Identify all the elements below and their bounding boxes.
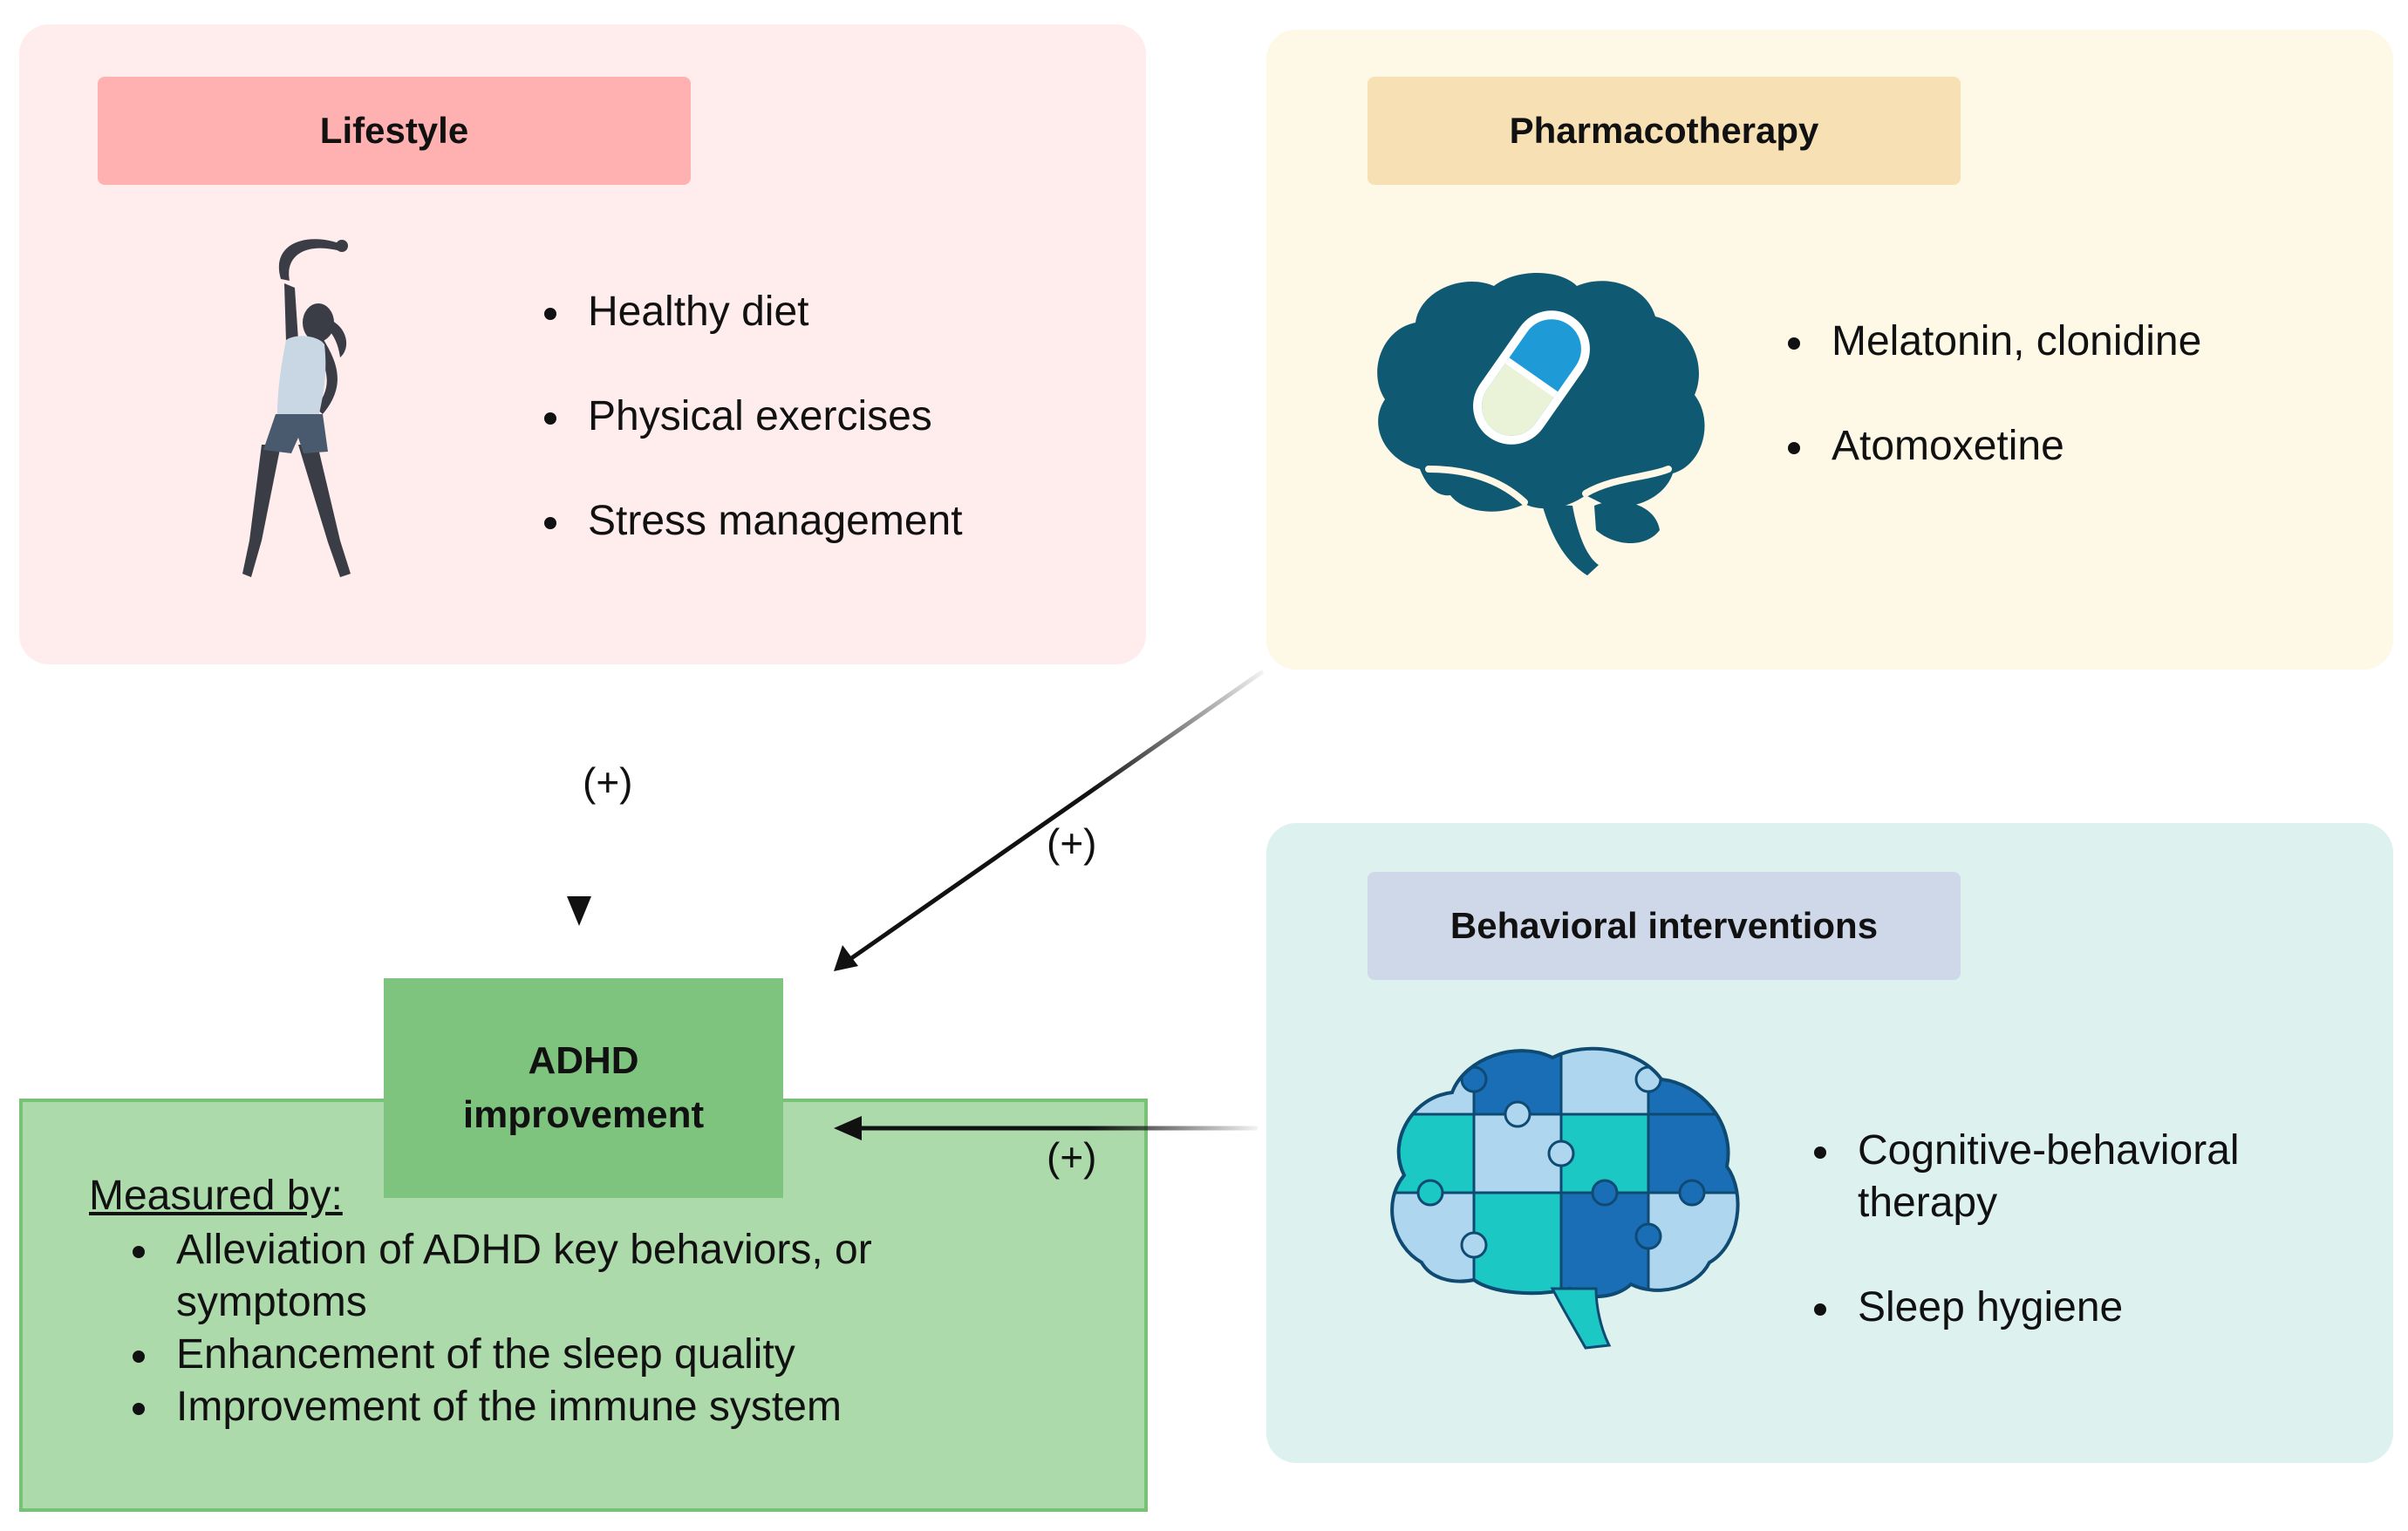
puzzle-brain-icon [1390,1046,1740,1350]
list-item: Improvement of the immune system [129,1381,984,1433]
pharmacotherapy-arrow-label: (+) [1047,820,1097,866]
behavioral-arrowhead [834,1116,862,1140]
outcome-title-line1: ADHD [528,1039,639,1082]
outcome-list: Alleviation of ADHD key behaviors, or sy… [129,1224,984,1433]
pharmacotherapy-arrow [846,669,1265,963]
behavioral-arrow-label: (+) [1047,1134,1097,1180]
lifestyle-header: Lifestyle [98,77,691,185]
outcome-title-line2: improvement [462,1093,705,1136]
list-item: Stress management [541,495,963,548]
list-item: Sleep hygiene [1811,1282,2351,1334]
list-item: Atomoxetine [1784,420,2201,473]
list-item: Enhancement of the sleep quality [129,1329,984,1381]
behavioral-list: Cognitive-behavioral therapy Sleep hygie… [1811,1125,2351,1334]
woman-stretching-icon [242,239,351,577]
measured-by-label: Measured by: [89,1173,343,1219]
lifestyle-arrowhead [567,896,591,926]
behavioral-header: Behavioral interventions [1368,872,1961,980]
list-item: Alleviation of ADHD key behaviors, or sy… [129,1224,984,1329]
lifestyle-arrow-label: (+) [583,759,633,805]
pharmacotherapy-arrowhead [834,945,858,971]
list-item: Cognitive-behavioral therapy [1811,1125,2351,1229]
lifestyle-list: Healthy diet Physical exercises Stress m… [541,286,963,548]
list-item: Healthy diet [541,286,963,338]
brain-with-capsule-icon [1377,273,1705,575]
outcome-header: ADHD improvement [384,978,783,1198]
list-item: Physical exercises [541,391,963,443]
pharmacotherapy-header: Pharmacotherapy [1368,77,1961,185]
list-item: Melatonin, clonidine [1784,316,2201,368]
pharmacotherapy-list: Melatonin, clonidine Atomoxetine [1784,316,2201,473]
